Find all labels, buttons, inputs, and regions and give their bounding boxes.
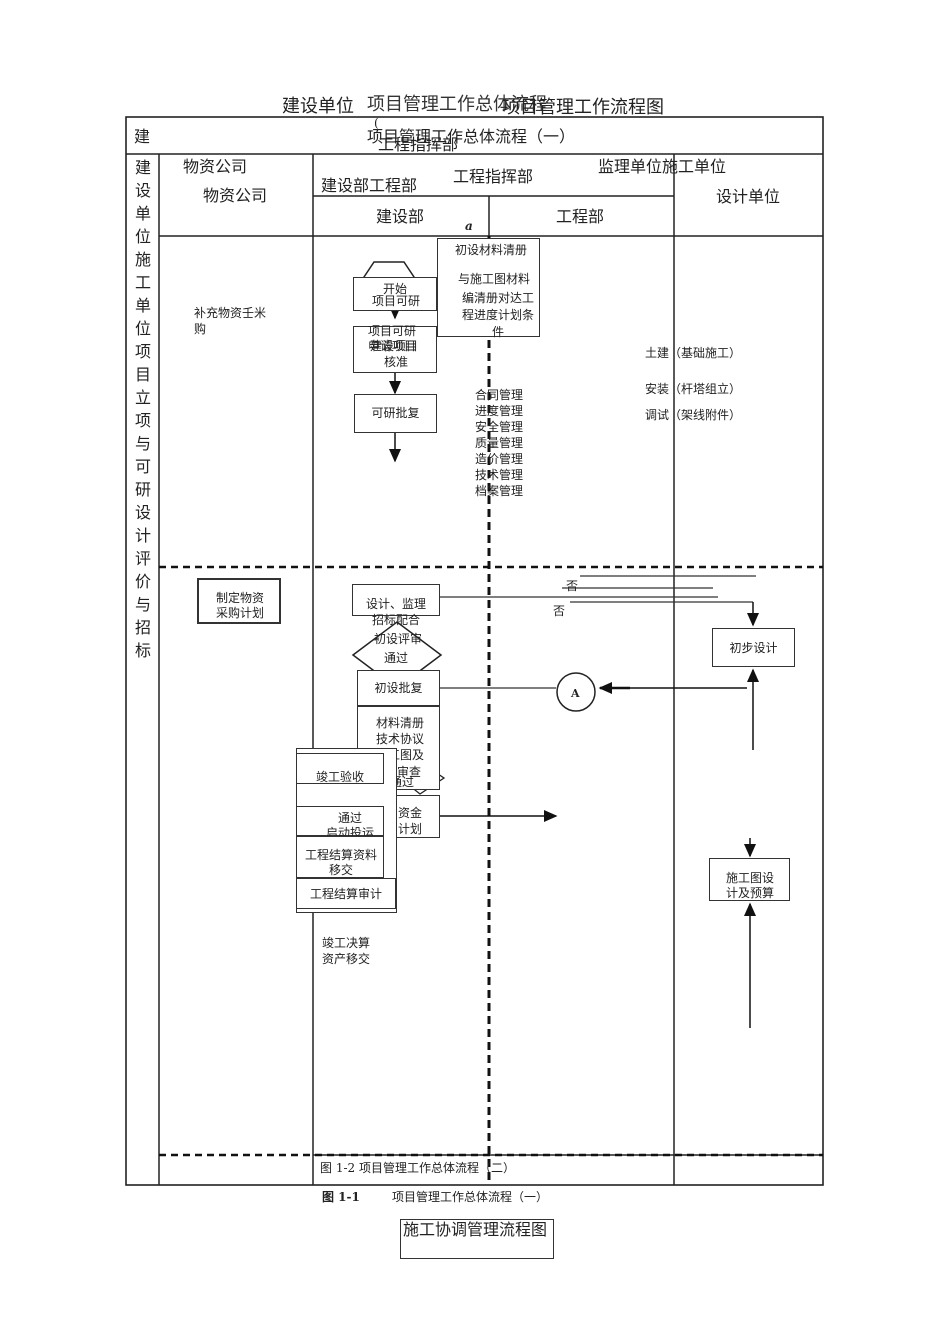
vs-drawing: 与施工图材料 bbox=[458, 272, 531, 286]
sgt-sheji-box bbox=[709, 858, 790, 901]
mgmt-3: 质量管理 bbox=[475, 436, 524, 450]
jiesuan-sj-box: 工程结算审计 bbox=[296, 878, 396, 909]
fou-1: 否 bbox=[566, 579, 579, 593]
chubu-sheji-box: 初步设计 bbox=[712, 628, 795, 667]
zijin: 资金 bbox=[398, 806, 423, 820]
sheji-jianli: 设计、监理 bbox=[366, 597, 427, 611]
fig-1-caption: 项目管理工作总体流程（一） bbox=[392, 1190, 549, 1204]
jiesuan-zl: 工程结算资料移交 bbox=[304, 848, 377, 877]
mgmt-4: 造价管理 bbox=[475, 452, 524, 466]
jungong-ys-box: 竣工验收 bbox=[296, 753, 384, 784]
jishu: 技术协议 bbox=[376, 732, 425, 746]
lane-jianshebu-gongchengbu: 建设部工程部 bbox=[321, 176, 418, 195]
header-overlap-b: 项目管理工作总体流程 bbox=[367, 94, 547, 115]
mgmt-5: 技术管理 bbox=[475, 468, 524, 482]
hezhun-text: 核准 bbox=[384, 355, 409, 369]
tongguo-box bbox=[296, 806, 384, 836]
jungong-ys: 竣工验收 bbox=[315, 770, 364, 784]
header-overlap-c: 项目管理工作流程图 bbox=[502, 97, 664, 118]
lane-sheji: 设计单位 bbox=[716, 187, 781, 206]
sgt-sheji: 施工图设计及预算 bbox=[725, 871, 774, 900]
xmky-apply-box bbox=[353, 326, 437, 373]
anzhuang: 安装（杆塔组立） bbox=[645, 382, 742, 396]
compile-text: 编清册对达工程进度计划条件 bbox=[461, 291, 534, 339]
tiaoshi: 调试（架线附件） bbox=[645, 408, 742, 422]
wuzi-plan-box bbox=[197, 578, 281, 624]
chushe-ps: 初设评审 bbox=[374, 632, 423, 646]
shencha: 审查 bbox=[397, 765, 422, 779]
lane-left-vertical: 建设单位施工单位项目立项与可研设计评价与招标 bbox=[134, 158, 151, 660]
circle-a: A bbox=[571, 687, 580, 700]
zhaobiao: 招标配合 bbox=[372, 613, 421, 627]
lane-gongchengbu: 工程部 bbox=[556, 207, 605, 226]
lane-left-top: 建 bbox=[134, 127, 151, 146]
sub-title: 工程指挥部 bbox=[378, 135, 459, 154]
wuzi-note: 补充物资壬米购 bbox=[194, 306, 267, 336]
header-overlap-a: 建设单位 bbox=[282, 96, 354, 117]
lane-wuzi: 物资公司 bbox=[203, 186, 268, 205]
lane-jianshebu: 建设部 bbox=[376, 207, 425, 226]
mgmt-0: 合同管理 bbox=[475, 388, 524, 402]
wuzi-plan: 制定物资采购计划 bbox=[215, 591, 264, 620]
jiesuan-sj: 工程结算审计 bbox=[309, 887, 382, 901]
fig-1-number: 图 1-1 bbox=[322, 1190, 360, 1204]
tujian: 土建（基础施工） bbox=[645, 346, 742, 360]
lane-wuzi-top: 物资公司 bbox=[183, 157, 248, 176]
chushe-pf-box: 初设批复 bbox=[357, 670, 440, 706]
kyps-box: 可研批复 bbox=[354, 394, 437, 433]
tongguo-1: 通过 bbox=[384, 651, 409, 665]
sheji-jianli-box bbox=[352, 584, 440, 616]
juesuan: 竣工决算资产移交 bbox=[322, 936, 371, 966]
jihua: 计划 bbox=[398, 822, 423, 836]
material-list: 初设材料清册 bbox=[455, 243, 528, 257]
coord-title: 施工协调管理流程图 bbox=[400, 1219, 554, 1259]
fou-2: 否 bbox=[553, 604, 566, 618]
cailiao: 材料清册 bbox=[376, 716, 425, 730]
lane-jianli-shigong: 监理单位施工单位 bbox=[598, 157, 727, 176]
lane-a-mark: a bbox=[465, 219, 473, 233]
xmky-text: 项目可研 bbox=[372, 294, 421, 308]
tongguo-3: 通过 bbox=[338, 811, 363, 825]
material-list-box bbox=[437, 238, 540, 337]
chushe-pf: 初设批复 bbox=[374, 681, 423, 695]
xmky-box bbox=[353, 277, 437, 311]
header-paren: ( bbox=[374, 116, 379, 130]
mgmt-6: 档案管理 bbox=[475, 484, 524, 498]
start-node: 开始 bbox=[383, 282, 408, 296]
xmky-apply-text: 项目可研申请项目 bbox=[368, 324, 417, 353]
mgmt-1: 进度管理 bbox=[475, 404, 524, 418]
kyps-text: 可研批复 bbox=[371, 406, 420, 420]
jiesuan-zl-box bbox=[296, 836, 384, 878]
fig-2-caption: 图 1-2 项目管理工作总体流程（二） bbox=[320, 1161, 515, 1175]
chart-title: 项目管理工作总体流程（一） bbox=[367, 127, 576, 146]
jianshe-xm-text: 建设项目 bbox=[370, 339, 419, 353]
mgmt-2: 安全管理 bbox=[475, 420, 524, 434]
lane-zhihuibu: 工程指挥部 bbox=[453, 167, 534, 186]
chubu-sheji: 初步设计 bbox=[729, 641, 778, 655]
